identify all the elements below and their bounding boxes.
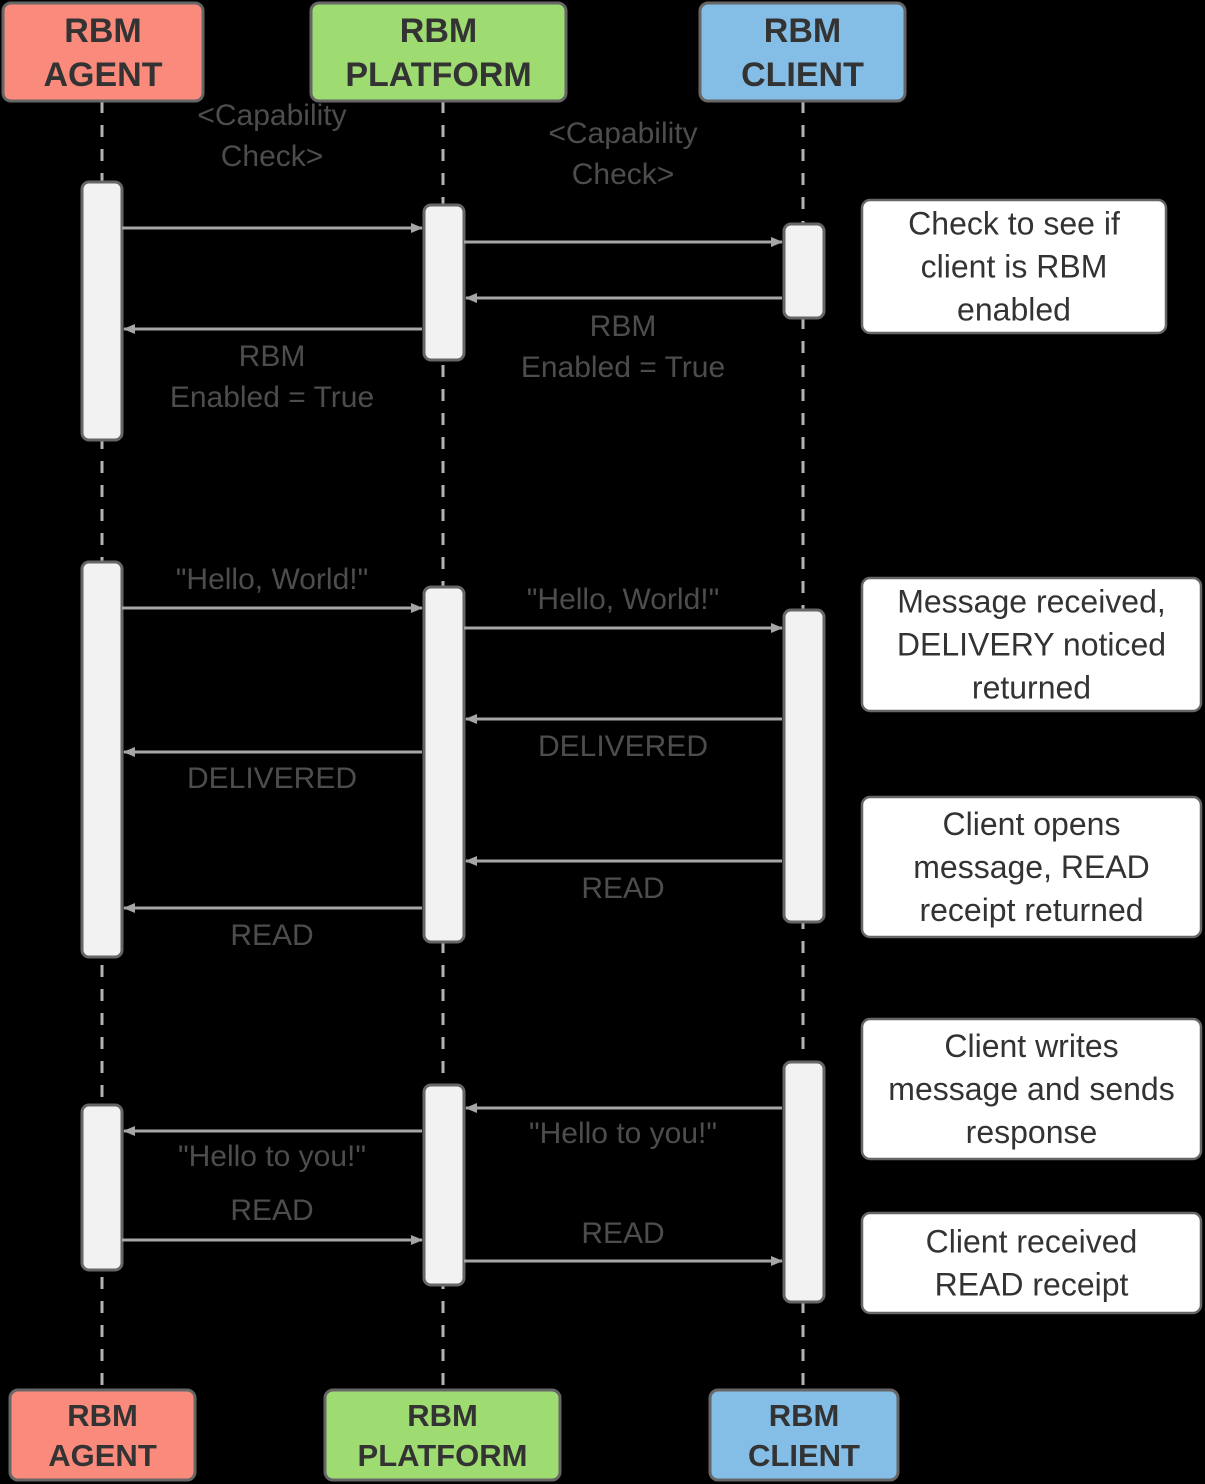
note-client-writes-line: response [966,1114,1098,1150]
msg-hello-world-2-label: "Hello, World!" [527,583,719,616]
msg-read-client: READ [465,856,782,905]
activation-bar-agent [80,1103,124,1272]
note-client-writes-box [860,1017,1203,1161]
note-delivery-line: Message received, [897,584,1166,620]
participant-label-agent: AGENT [44,56,163,94]
msg-delivered-client-label: DELIVERED [538,730,708,763]
msg-delivered-client: DELIVERED [465,714,782,763]
msg-rbm-enabled-client-label: Enabled = True [521,351,725,384]
messages-group: <CapabilityCheck><CapabilityCheck>RBMEna… [122,99,783,1266]
msg-read-platform-to-client: READ [464,1217,783,1266]
note-delivery-line: DELIVERY noticed [897,627,1166,663]
note-capability-line: client is RBM [921,249,1108,285]
note-capability-line: enabled [957,292,1071,328]
note-client-writes-line: message and sends [888,1071,1174,1107]
note-capability-line: Check to see if [908,206,1120,242]
participant-label-client: CLIENT [741,56,864,94]
msg-delivered-agent-label: DELIVERED [187,762,357,795]
msg-hello-world-1: "Hello, World!" [122,563,423,613]
participant-head-agent[interactable]: RBM AGENT [1,1,205,103]
participant-foot-agent[interactable]: RBM AGENT [8,1388,197,1482]
participant-label-platform: PLATFORM [358,1438,528,1473]
msg-rbm-enabled-client-label: RBM [590,310,657,343]
msg-hello-to-you-agent: "Hello to you!" [123,1126,422,1173]
msg-hello-world-2: "Hello, World!" [464,583,783,633]
participant-foot-client[interactable]: RBM CLIENT [708,1388,900,1482]
participant-label-agent: RBM [64,12,141,50]
participant-box-platform[interactable] [323,1388,562,1482]
activation-bar-client [782,222,826,320]
participant-box-agent[interactable] [1,1,205,103]
participant-box-client[interactable] [708,1388,900,1482]
participant-label-agent: RBM [67,1398,138,1433]
participant-label-agent: AGENT [48,1438,157,1473]
note-capability-box [860,198,1168,335]
note-read-receipt-box [860,795,1203,939]
msg-capability-check-2-label: Check> [572,158,675,191]
msg-rbm-enabled-agent: RBM Enabled = True [123,324,422,414]
activation-bar-platform [422,585,466,944]
participant-heads-group: RBMAGENTRBMAGENTRBMPLATFORMRBMPLATFORMRB… [1,1,907,1482]
participant-foot-platform[interactable]: RBM PLATFORM [323,1388,562,1482]
activations-group [80,180,826,1304]
note-delivery: Message received, DELIVERY noticed returne… [860,576,1203,713]
msg-read-agent-label: READ [230,919,313,952]
participant-label-platform: RBM [400,12,477,50]
note-client-writes: Client writes message and sends response [860,1017,1203,1161]
msg-read-agent-to-platform-label: READ [230,1194,313,1227]
participant-label-platform: RBM [407,1398,478,1433]
participant-label-platform: PLATFORM [345,56,531,94]
msg-rbm-enabled-agent-label: Enabled = True [170,381,374,414]
participant-label-client: RBM [764,12,841,50]
participant-box-agent[interactable] [8,1388,197,1482]
participant-label-client: RBM [769,1398,840,1433]
msg-hello-to-you-client-label: "Hello to you!" [529,1117,717,1150]
msg-rbm-enabled-client: RBM Enabled = True [465,293,782,384]
note-read-receipt-line: Client opens [943,806,1121,842]
participant-head-platform[interactable]: RBM PLATFORM [309,1,568,103]
activation-bar-agent [80,560,124,959]
msg-hello-to-you-client: "Hello to you!" [465,1103,782,1150]
msg-capability-check-1-label: Check> [221,140,324,173]
note-delivery-box [860,576,1203,713]
note-capability: Check to see if client is RBM enabled [860,198,1168,335]
msg-read-agent-to-platform: READ [122,1194,423,1245]
note-delivery-line: returned [972,670,1091,706]
msg-delivered-agent: DELIVERED [123,747,422,795]
note-client-read-line: READ receipt [935,1267,1129,1303]
msg-read-platform-to-client-label: READ [581,1217,664,1250]
note-read-receipt-line: receipt returned [919,892,1143,928]
msg-capability-check-2-label: <Capability [548,117,697,150]
note-client-read-line: Client received [926,1224,1138,1260]
participant-box-client[interactable] [698,1,907,103]
note-client-read-box [860,1211,1203,1315]
note-client-writes-line: Client writes [944,1028,1118,1064]
msg-hello-world-1-label: "Hello, World!" [176,563,368,596]
activation-bar-agent [80,180,124,442]
msg-hello-to-you-agent-label: "Hello to you!" [178,1140,366,1173]
msg-read-client-label: READ [581,872,664,905]
msg-rbm-enabled-agent-label: RBM [239,340,306,373]
activation-bar-platform [422,203,466,362]
activation-bar-client [782,608,826,924]
participant-head-client[interactable]: RBM CLIENT [698,1,907,103]
notes-group: Check to see if client is RBM enabledMessa… [860,198,1203,1315]
note-read-receipt-line: message, READ [913,849,1150,885]
note-read-receipt: Client opens message, READ receipt returne… [860,795,1203,939]
participant-label-client: CLIENT [748,1438,860,1473]
msg-capability-check-1-label: <Capability [197,99,346,132]
participant-box-platform[interactable] [309,1,568,103]
msg-read-agent: READ [123,903,422,952]
activation-bar-client [782,1060,826,1304]
activation-bar-platform [422,1083,466,1287]
